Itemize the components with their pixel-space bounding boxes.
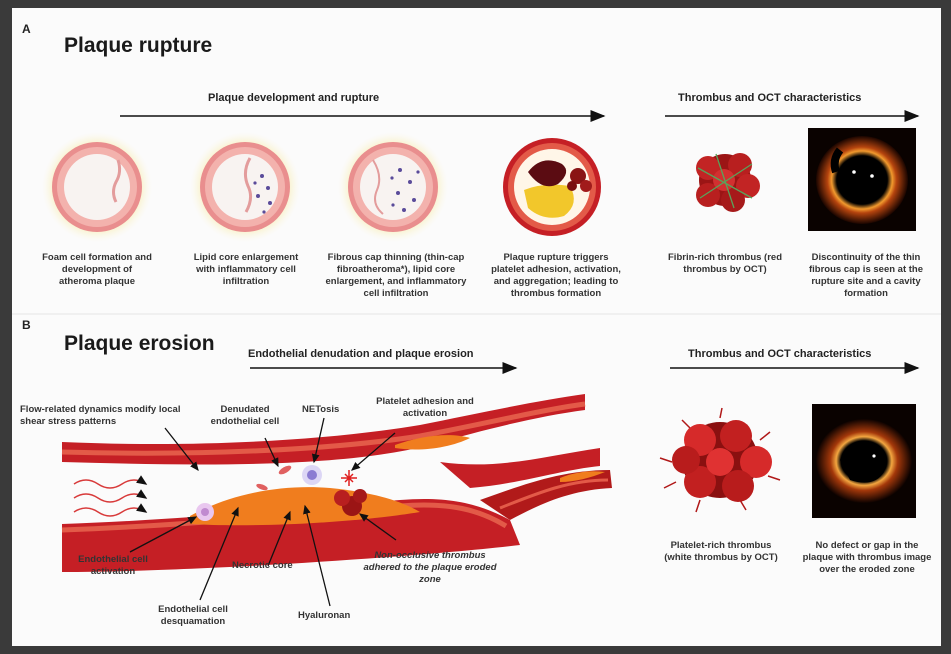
vessel-stage-2 <box>190 132 300 242</box>
caption-a-2: Lipid core enlargement with inflammatory… <box>192 252 300 288</box>
label-desquamation: Endothelial cell desquamation <box>148 604 238 628</box>
caption-b-2: No defect or gap in the plaque with thro… <box>800 540 934 576</box>
panel-a-title: Plaque rupture <box>64 34 212 58</box>
label-endothelial-activation: Endothelial cell activation <box>70 554 156 578</box>
label-hyaluronan: Hyaluronan <box>298 610 350 622</box>
panel-b-title: Plaque erosion <box>64 332 215 356</box>
panel-a-letter: A <box>22 22 31 36</box>
label-denudated-cell: Denudated endothelial cell <box>200 404 290 428</box>
vessel-stage-4-rupture <box>503 138 601 236</box>
fibrin-rich-thrombus-image <box>696 153 760 212</box>
panel-b-letter: B <box>22 318 31 332</box>
panel-b-arrow2-label: Thrombus and OCT characteristics <box>688 348 871 360</box>
caption-b-1: Platelet-rich thrombus (white thrombus b… <box>660 540 782 564</box>
panel-b-arrow1-label: Endothelial denudation and plaque erosio… <box>248 348 474 360</box>
label-netosis: NETosis <box>302 404 339 416</box>
oct-image-erosion <box>812 404 916 518</box>
panel-a-arrow1-label: Plaque development and rupture <box>208 92 379 104</box>
caption-a-4: Plaque rupture triggers platelet adhesio… <box>486 252 626 300</box>
oct-image-rupture <box>808 128 916 231</box>
label-necrotic-core: Necrotic core <box>232 560 293 572</box>
caption-a-3: Fibrous cap thinning (thin-cap fibroathe… <box>318 252 474 300</box>
caption-a-1: Foam cell formation and development of a… <box>42 252 152 288</box>
platelet-rich-thrombus-image <box>660 408 780 512</box>
caption-a-5: Fibrin-rich thrombus (red thrombus by OC… <box>666 252 784 276</box>
vessel-stage-1 <box>42 132 152 242</box>
label-platelet-adhesion: Platelet adhesion and activation <box>370 396 480 420</box>
label-flow-dynamics: Flow-related dynamics modify local shear… <box>20 404 190 428</box>
label-nonocclusive-thrombus: Non-occlusive thrombus adhered to the pl… <box>360 550 500 586</box>
vessel-stage-3 <box>338 132 448 242</box>
panel-a-arrow2-label: Thrombus and OCT characteristics <box>678 92 861 104</box>
caption-a-6: Discontinuity of the thin fibrous cap is… <box>800 252 932 300</box>
